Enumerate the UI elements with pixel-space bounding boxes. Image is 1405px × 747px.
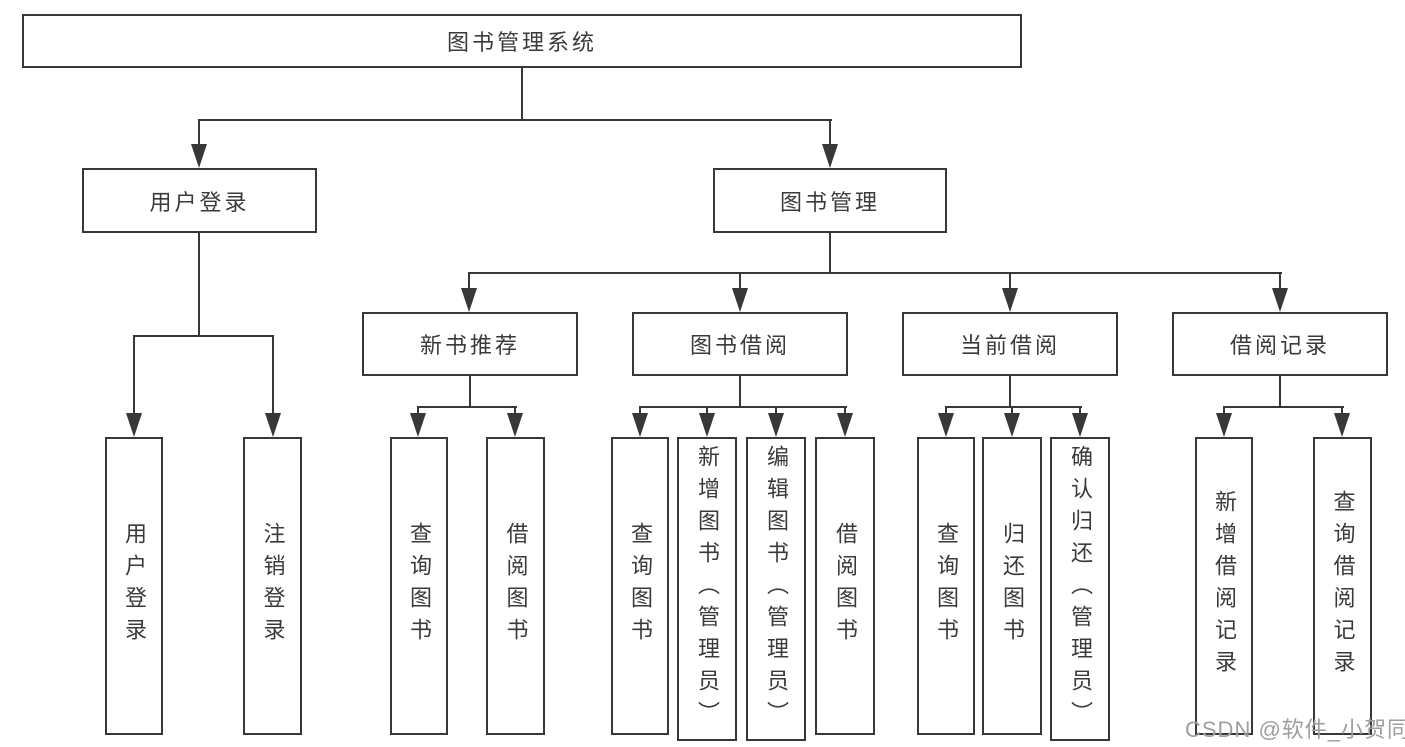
node-borrow-label: 图书借阅 — [689, 333, 790, 358]
leaf-current-return: 归还图书 — [982, 437, 1042, 735]
connector-root-branch — [198, 119, 832, 121]
connector-drop — [514, 408, 516, 415]
leaf-current-return-label: 归还图书 — [1000, 522, 1025, 650]
leaf-login-user: 用户登录 — [105, 437, 163, 735]
arrowhead — [837, 413, 853, 437]
arrowhead — [1272, 288, 1288, 312]
arrowhead — [410, 413, 426, 437]
leaf-records-add: 新增借阅记录 — [1195, 437, 1253, 735]
connector-current-stem — [1009, 376, 1011, 406]
arrowhead — [1216, 413, 1232, 437]
node-root-label: 图书管理系统 — [446, 30, 597, 55]
connector-borrow-branch — [639, 406, 847, 408]
connector-drop-login-logout — [272, 337, 274, 415]
node-login: 用户登录 — [82, 168, 317, 233]
leaf-borrow-edit-label: 编辑图书（管理员） — [764, 445, 789, 733]
arrowhead — [1004, 413, 1020, 437]
connector-login-branch — [133, 335, 274, 337]
arrowhead — [632, 413, 648, 437]
connector-drop — [775, 408, 777, 415]
connector-records-branch — [1223, 406, 1344, 408]
leaf-borrow-query-label: 查询图书 — [628, 522, 653, 650]
leaf-login-user-label: 用户登录 — [122, 522, 147, 650]
connector-records-stem — [1279, 376, 1281, 406]
node-new-book: 新书推荐 — [362, 312, 578, 376]
connector-drop-new-book — [468, 274, 470, 290]
leaf-borrow-edit: 编辑图书（管理员） — [746, 437, 806, 741]
connector-drop — [639, 408, 641, 415]
connector-drop — [945, 408, 947, 415]
leaf-current-query: 查询图书 — [917, 437, 975, 735]
arrowhead — [768, 413, 784, 437]
connector-login-stem — [198, 233, 200, 335]
leaf-records-query: 查询借阅记录 — [1313, 437, 1372, 735]
node-current: 当前借阅 — [902, 312, 1118, 376]
node-records: 借阅记录 — [1172, 312, 1388, 376]
leaf-records-add-label: 新增借阅记录 — [1212, 490, 1237, 682]
arrowhead — [1072, 413, 1088, 437]
connector-root-stem — [521, 68, 523, 119]
node-management-label: 图书管理 — [779, 189, 880, 215]
arrowhead — [461, 288, 477, 312]
connector-drop — [1341, 408, 1343, 415]
connector-management-stem — [829, 233, 831, 272]
leaf-borrow-query: 查询图书 — [611, 437, 669, 735]
node-new-book-label: 新书推荐 — [419, 333, 520, 358]
arrowhead — [822, 144, 838, 168]
node-borrow: 图书借阅 — [632, 312, 848, 376]
leaf-current-confirm: 确认归还（管理员） — [1050, 437, 1110, 741]
node-current-label: 当前借阅 — [959, 333, 1060, 358]
arrowhead — [699, 413, 715, 437]
arrowhead — [126, 413, 142, 437]
connector-management-branch — [468, 272, 1282, 274]
csdn-watermark: CSDN @软件_小贺同学 — [1185, 717, 1405, 742]
leaf-new-book-query: 查询图书 — [390, 437, 448, 735]
connector-drop — [706, 408, 708, 415]
node-login-label: 用户登录 — [149, 189, 250, 215]
leaf-login-logout: 注销登录 — [243, 437, 302, 735]
arrowhead — [1002, 288, 1018, 312]
connector-drop-records — [1279, 274, 1281, 290]
connector-drop-borrow — [739, 274, 741, 290]
node-management: 图书管理 — [713, 168, 947, 233]
arrowhead — [1334, 413, 1350, 437]
connector-current-branch — [945, 406, 1082, 408]
connector-drop-login-user — [133, 337, 135, 415]
leaf-borrow-borrow-label: 借阅图书 — [833, 522, 858, 650]
node-records-label: 借阅记录 — [1229, 333, 1330, 358]
connector-drop — [1079, 408, 1081, 415]
leaf-borrow-borrow: 借阅图书 — [815, 437, 875, 735]
leaf-new-book-borrow: 借阅图书 — [486, 437, 545, 735]
arrowhead — [732, 288, 748, 312]
connector-drop-current — [1009, 274, 1011, 290]
arrowhead — [938, 413, 954, 437]
leaf-borrow-add: 新增图书（管理员） — [677, 437, 737, 741]
connector-drop-management — [829, 121, 831, 146]
leaf-records-query-label: 查询借阅记录 — [1330, 490, 1356, 682]
leaf-borrow-add-label: 新增图书（管理员） — [695, 445, 720, 733]
connector-new-book-branch — [417, 406, 517, 408]
leaf-current-confirm-label: 确认归还（管理员） — [1068, 445, 1093, 733]
leaf-new-book-borrow-label: 借阅图书 — [503, 522, 529, 650]
connector-drop-login — [198, 121, 200, 146]
connector-new-book-stem — [469, 376, 471, 406]
arrowhead — [507, 413, 523, 437]
leaf-new-book-query-label: 查询图书 — [407, 522, 432, 650]
leaf-login-logout-label: 注销登录 — [260, 522, 286, 650]
connector-borrow-stem — [739, 376, 741, 406]
connector-drop — [1223, 408, 1225, 415]
connector-drop — [844, 408, 846, 415]
node-root: 图书管理系统 — [22, 14, 1022, 68]
connector-drop — [417, 408, 419, 415]
arrowhead — [191, 144, 207, 168]
leaf-current-query-label: 查询图书 — [934, 522, 959, 650]
arrowhead — [265, 413, 281, 437]
connector-drop — [1011, 408, 1013, 415]
